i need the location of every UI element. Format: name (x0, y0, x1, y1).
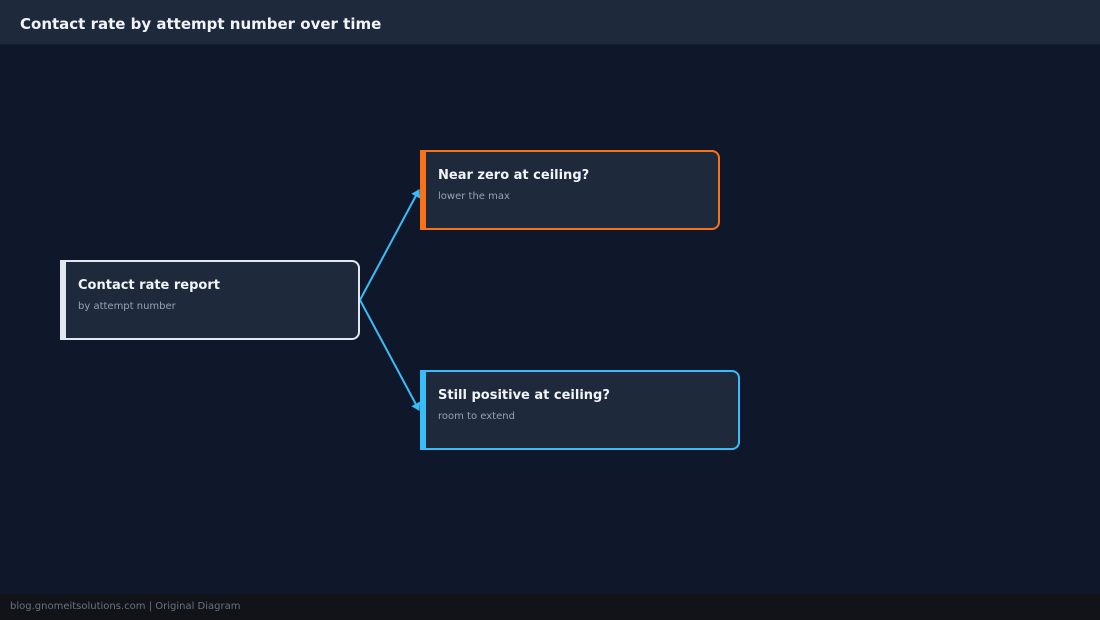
page-title: Contact rate by attempt number over time (20, 15, 382, 33)
node-subtitle: by attempt number (78, 301, 176, 312)
node-subtitle: lower the max (438, 191, 510, 202)
node-subtitle: room to extend (438, 411, 515, 422)
node-contact-rate-report: Contact rate report by attempt number (60, 260, 360, 340)
header-bar: Contact rate by attempt number over time (0, 0, 1100, 45)
node-near-zero-at-ceiling: Near zero at ceiling? lower the max (420, 150, 720, 230)
node-still-positive-at-ceiling: Still positive at ceiling? room to exten… (420, 370, 740, 450)
node-title: Still positive at ceiling? (438, 388, 610, 403)
node-title: Contact rate report (78, 278, 220, 293)
footer-bar: blog.gnomeitsolutions.com | Original Dia… (0, 594, 1100, 620)
node-title: Near zero at ceiling? (438, 168, 590, 183)
footer-credit: blog.gnomeitsolutions.com | Original Dia… (10, 601, 241, 612)
